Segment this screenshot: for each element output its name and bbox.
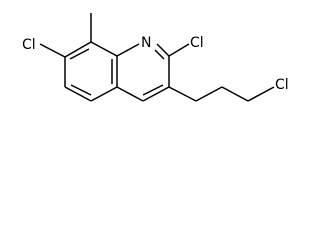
atom-nitrogen: N [141, 35, 151, 51]
bond-c8-c7-inner [69, 48, 90, 60]
bond-c3-c4 [142, 86, 170, 102]
bond-cb-cc [221, 86, 249, 102]
bond-c8-c8a [90, 41, 118, 57]
structure-diagram: Cl N Cl Cl [22, 13, 289, 102]
quinoline-structure: Cl N Cl Cl [22, 13, 289, 102]
bond-c4-c4a [116, 86, 144, 102]
bond-c6-c5 [64, 86, 92, 102]
bond-c2-cl [168, 43, 190, 57]
bond-c8a-n1 [116, 43, 140, 57]
bond-c5-c4a [90, 86, 118, 102]
bond-c6-c5-inner [70, 84, 92, 96]
bond-ca-cb [195, 86, 223, 102]
atom-cl-right: Cl [275, 77, 289, 93]
bond-cc-cl [247, 86, 275, 102]
bond-c3-c4-inner [142, 84, 164, 96]
bond-n1-c2 [156, 43, 170, 57]
atom-cl-top: Cl [190, 35, 204, 51]
bond-c3-ca [168, 86, 197, 102]
bond-c7-cl [39, 43, 66, 58]
bond-n1-c2-inner [154, 49, 165, 60]
atom-cl-left: Cl [22, 37, 36, 53]
bond-c8-c7 [64, 41, 92, 58]
